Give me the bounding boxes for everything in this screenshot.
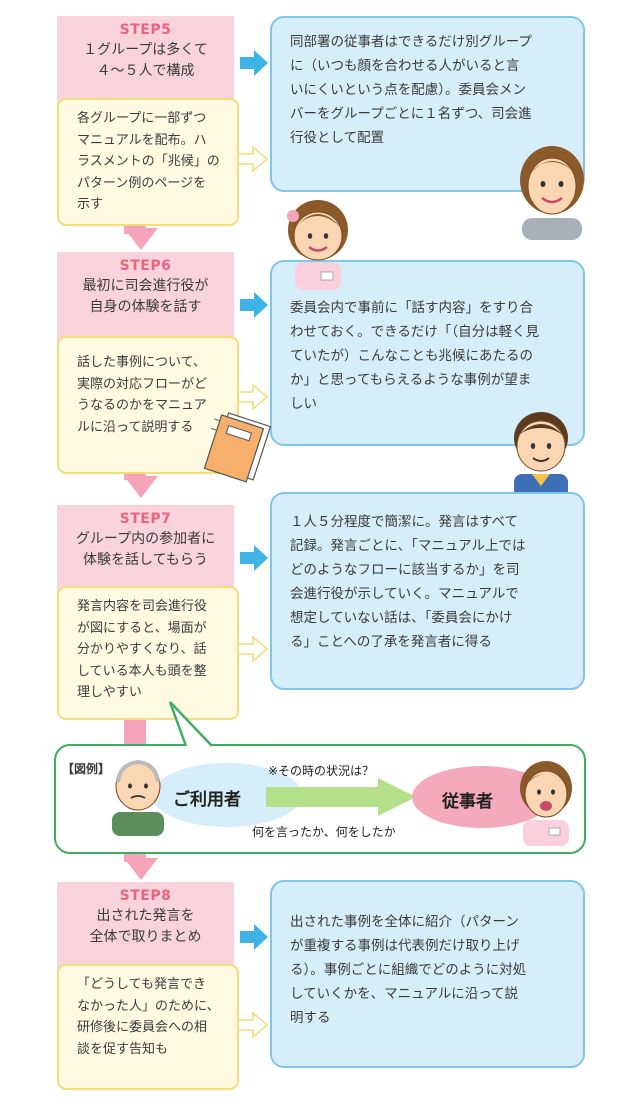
step-title: グループ内の参加者に 体験を話してもらう bbox=[75, 531, 216, 568]
step7-detail-note: 発言内容を司会進行役 が図にすると、場面が 分かりやすくなり、話 している本人も… bbox=[57, 586, 239, 720]
chevron-right-icon bbox=[239, 1012, 269, 1038]
user-label: ご利用者 bbox=[173, 790, 241, 810]
step-number: STEP8 bbox=[119, 888, 172, 904]
step7-explanation: １人５分程度で簡潔に。発言はすべて 記録。発言ごとに、「マニュアル上では どのよ… bbox=[270, 492, 585, 690]
step6-detail-note: 話した事例について、 実際の対応フローがど うなるのかをマニュア ルに沿って説明… bbox=[57, 336, 239, 474]
right-arrow-icon bbox=[240, 545, 268, 571]
step7-header: STEP7 グループ内の参加者に 体験を話してもらう bbox=[57, 505, 234, 595]
situation-note: ※その時の状況は？ bbox=[268, 764, 375, 778]
chevron-right-icon bbox=[239, 636, 269, 662]
step-title: 最初に司会進行役が 自身の体験を話す bbox=[82, 278, 209, 315]
legend-caption: 何を言ったか、何をしたか bbox=[252, 825, 396, 839]
elderly-user-avatar-icon bbox=[112, 759, 164, 836]
legend-tag: 【図例】 bbox=[62, 762, 111, 776]
staff-woman-legend-icon bbox=[520, 761, 572, 846]
down-arrow-icon bbox=[124, 228, 158, 250]
flow-connector bbox=[124, 470, 146, 480]
right-arrow-icon bbox=[240, 50, 268, 76]
right-arrow-icon bbox=[240, 924, 268, 950]
step6-header: STEP6 最初に司会進行役が 自身の体験を話す bbox=[57, 252, 234, 344]
chevron-right-icon bbox=[239, 146, 269, 172]
step8-explanation: 出された事例を全体に紹介（パターン が重複する事例は代表例だけ取り上げ る）。事… bbox=[270, 880, 585, 1068]
step-title: １グループは多くて ４～５人で構成 bbox=[83, 42, 208, 79]
staff-man-avatar-icon bbox=[514, 412, 568, 498]
chevron-right-icon bbox=[239, 384, 269, 410]
staff-label: 従事者 bbox=[442, 792, 493, 812]
down-arrow-icon bbox=[124, 476, 158, 498]
right-arrow-icon bbox=[240, 292, 268, 318]
manual-book-icon bbox=[203, 412, 272, 483]
speech-tail bbox=[168, 701, 213, 747]
step8-detail-note: 「どうしても発言でき なかった人」のために、 研修後に委員会への相 談を促す告知… bbox=[57, 964, 239, 1090]
green-arrow-icon bbox=[266, 778, 416, 816]
step-title: 出された発言を 全体で取りまとめ bbox=[89, 908, 202, 945]
step5-detail-note: 各グループに一部ずつ マニュアルを配布。ハ ラスメントの「兆候」の パターン例の… bbox=[57, 98, 239, 226]
flow-connector bbox=[124, 718, 146, 746]
step-number: STEP7 bbox=[119, 511, 172, 527]
step5-header: STEP5 １グループは多くて ４～５人で構成 bbox=[57, 16, 234, 106]
staff-woman-avatar-icon bbox=[520, 146, 584, 240]
flow-connector bbox=[124, 852, 146, 862]
step8-header: STEP8 出された発言を 全体で取りまとめ bbox=[57, 882, 234, 972]
staff-girl-avatar-icon bbox=[287, 200, 348, 290]
step-number: STEP6 bbox=[119, 258, 172, 274]
down-arrow-icon bbox=[124, 858, 158, 880]
step-number: STEP5 bbox=[119, 22, 172, 38]
